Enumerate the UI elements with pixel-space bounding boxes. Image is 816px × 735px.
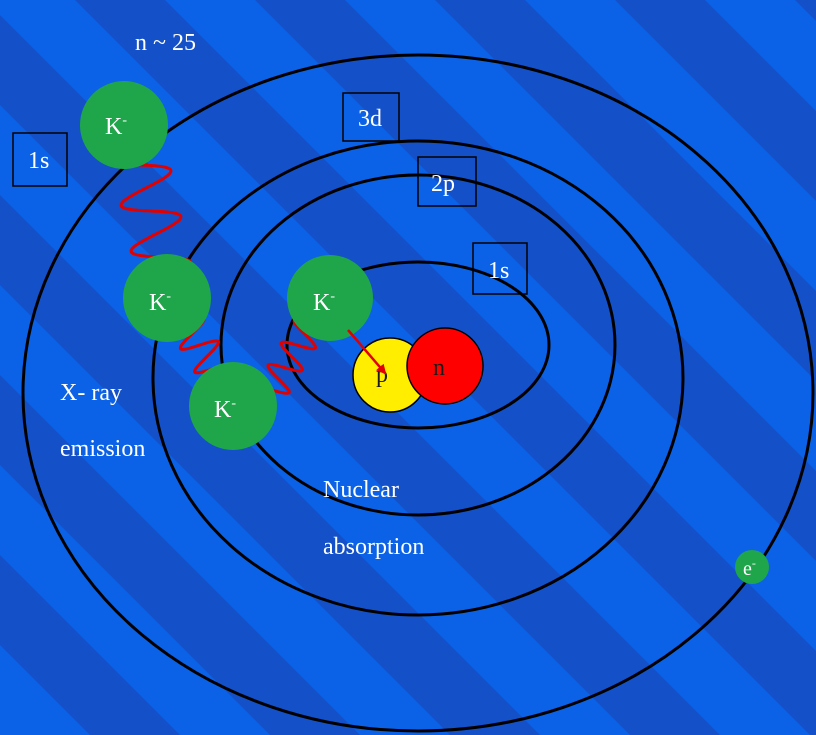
level-1s-inner-label: 1s [488,258,509,284]
electron-charge: - [752,556,756,570]
nuclear-label-line1: Nuclear [323,477,399,503]
electron: e- [735,550,769,584]
level-box-3d: 3d [342,92,400,142]
kaon-symbol: K [214,397,232,423]
kaon-charge: - [231,396,236,411]
svg-text:K-: K- [214,396,236,423]
level-1s-outer-label: 1s [28,148,49,174]
level-labels: n ~ 25 1s 3d 2p 1s [12,30,528,295]
stripe [0,285,450,735]
orbit-3d [151,139,685,617]
neutron-label: n [433,355,445,381]
nuclear-label-line2: absorption [323,534,424,560]
xray-label-line2: emission [60,436,145,462]
kaon-charge: - [166,289,171,304]
level-box-2p: 2p [417,156,477,207]
kaon-lower: K- [189,362,277,450]
kaon-symbol: K [313,290,331,316]
neutron-icon [406,327,484,405]
kaon-inner: K- [287,255,373,341]
svg-text:K-: K- [149,289,171,316]
orbit-n25 [21,53,815,733]
level-box-1s-inner: 1s [472,242,528,295]
svg-text:e-: e- [743,556,756,580]
kaon-symbol: K [149,290,167,316]
xray-label-line1: X- ray [60,380,122,406]
kaon-charge: - [330,289,335,304]
level-3d-label: 3d [358,106,382,132]
kaon-charge: - [122,113,127,128]
stripe [705,0,816,111]
stripe [525,0,816,291]
process-labels: X- ray emission Nuclear absorption [60,380,424,560]
level-label-outer: n ~ 25 [135,30,196,56]
orbit-1s [285,260,551,430]
electron-symbol: e [743,558,752,580]
level-2p-label: 2p [431,171,455,197]
kaon-outer: K- [80,81,168,169]
kaon-middle: K- [123,254,211,342]
stripe [0,645,90,735]
svg-text:K-: K- [105,113,127,140]
level-box-1s-outer: 1s [12,132,68,187]
outer-level-label: n ~ 25 [135,30,196,56]
svg-text:K-: K- [313,289,335,316]
kaon-symbol: K [105,114,123,140]
kaons: K- K- K- K- [80,81,373,450]
absorption-arrow [347,329,387,375]
stripe [0,465,270,735]
stripe [345,0,816,471]
